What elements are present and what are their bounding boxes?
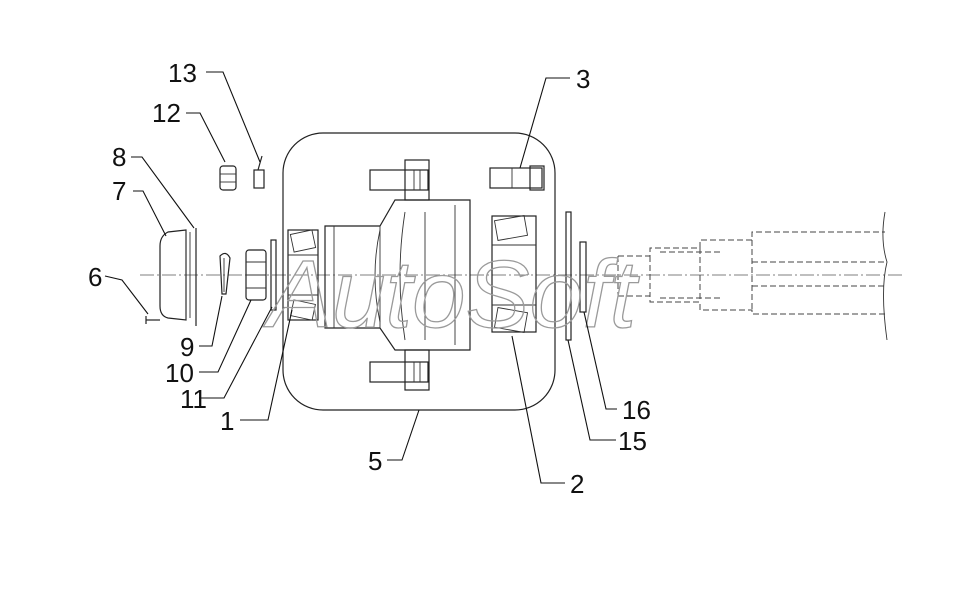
callout-9: 9 [180, 332, 194, 362]
inner-bearing [491, 215, 537, 333]
wheel-hub [324, 159, 471, 391]
callout-8: 8 [112, 142, 126, 172]
callout-5: 5 [368, 446, 382, 476]
leader-lines [104, 71, 617, 484]
axle-shaft [617, 211, 888, 341]
hub-bolt-bottom-left [369, 361, 429, 383]
callout-10: 10 [165, 358, 194, 388]
callout-1: 1 [220, 406, 234, 436]
hub-bolt-top-left [369, 169, 429, 191]
lock-plate [253, 155, 265, 189]
grease-nipple [145, 316, 160, 324]
lock-washer [270, 239, 277, 311]
spacer-ring [579, 241, 587, 313]
wheel-bolt [489, 165, 545, 191]
callout-6: 6 [88, 262, 102, 292]
callout-2: 2 [570, 469, 584, 499]
small-nut [219, 165, 237, 191]
callout-7: 7 [112, 176, 126, 206]
callout-11: 11 [180, 384, 207, 414]
callout-15: 15 [618, 426, 647, 456]
callout-12: 12 [152, 98, 181, 128]
outer-bearing [287, 229, 319, 321]
watermark: AutoSoft [263, 241, 640, 348]
callout-16: 16 [622, 395, 651, 425]
hub-cap [159, 229, 191, 321]
callout-3: 3 [576, 64, 590, 94]
callout-13: 13 [168, 58, 197, 88]
castle-nut [245, 249, 267, 301]
cotter-pin [219, 252, 231, 295]
